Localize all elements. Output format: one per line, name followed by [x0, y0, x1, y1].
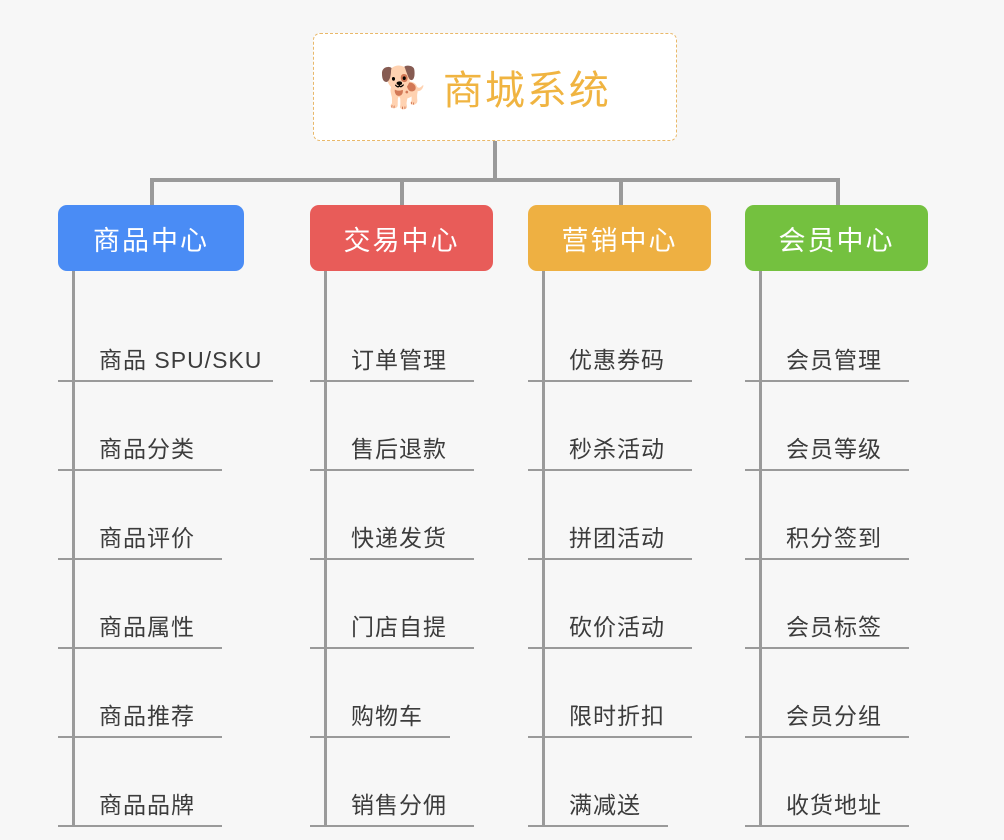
list-item-label: 会员分组 [786, 703, 882, 729]
list-item[interactable]: 拼团活动 [528, 471, 692, 560]
list-item-label: 门店自提 [351, 614, 447, 640]
leaf-spine [759, 271, 762, 827]
connector-root-drop [493, 141, 497, 180]
list-item[interactable]: 收货地址 [745, 738, 909, 827]
list-item-label: 秒杀活动 [569, 436, 665, 462]
list-item-label: 砍价活动 [569, 614, 665, 640]
list-item[interactable]: 秒杀活动 [528, 382, 692, 471]
list-item[interactable]: 商品推荐 [58, 649, 222, 738]
list-item[interactable]: 会员管理 [745, 293, 909, 382]
list-item-label: 快递发货 [351, 525, 447, 551]
list-item-label: 收货地址 [786, 792, 882, 818]
list-item-label: 商品品牌 [99, 792, 195, 818]
list-item-label: 会员等级 [786, 436, 882, 462]
category-header-member-center[interactable]: 会员中心 [745, 205, 928, 271]
category-header-product-center[interactable]: 商品中心 [58, 205, 244, 271]
leaf-spine [542, 271, 545, 827]
list-item[interactable]: 会员标签 [745, 560, 909, 649]
list-item-label: 商品评价 [99, 525, 195, 551]
list-item[interactable]: 门店自提 [310, 560, 474, 649]
leaf-spine [324, 271, 327, 827]
list-item[interactable]: 商品 SPU/SKU [58, 293, 273, 382]
list-item-label: 会员管理 [786, 347, 882, 373]
list-item[interactable]: 商品分类 [58, 382, 222, 471]
list-item-label: 商品推荐 [99, 703, 195, 729]
category-header-marketing-center[interactable]: 营销中心 [528, 205, 711, 271]
list-item[interactable]: 会员分组 [745, 649, 909, 738]
leaf-spine [72, 271, 75, 827]
leaf-list-member-center: 会员管理 会员等级 积分签到 会员标签 会员分组 收货地址 [745, 271, 928, 827]
list-item[interactable]: 砍价活动 [528, 560, 692, 649]
list-item-label: 商品 SPU/SKU [99, 347, 263, 373]
column-trade-center: 交易中心 订单管理 售后退款 快递发货 门店自提 购物车 销售分佣 [310, 205, 493, 827]
list-item[interactable]: 满减送 [528, 738, 668, 827]
list-item-label: 限时折扣 [569, 703, 665, 729]
column-marketing-center: 营销中心 优惠券码 秒杀活动 拼团活动 砍价活动 限时折扣 满减送 [528, 205, 711, 827]
column-product-center: 商品中心 商品 SPU/SKU 商品分类 商品评价 商品属性 商品推荐 商品品牌 [58, 205, 273, 827]
category-title: 商品中心 [93, 225, 209, 256]
category-title: 营销中心 [561, 225, 678, 256]
list-item[interactable]: 会员等级 [745, 382, 909, 471]
leaf-list-trade-center: 订单管理 售后退款 快递发货 门店自提 购物车 销售分佣 [310, 271, 493, 827]
connector-drop-product [150, 178, 154, 207]
list-item[interactable]: 优惠券码 [528, 293, 692, 382]
list-item[interactable]: 购物车 [310, 649, 450, 738]
root-title: 商城系统 [442, 69, 611, 113]
list-item-label: 拼团活动 [569, 525, 665, 551]
list-item-label: 积分签到 [786, 525, 882, 551]
list-item[interactable]: 快递发货 [310, 471, 474, 560]
list-item[interactable]: 销售分佣 [310, 738, 474, 827]
list-item-label: 会员标签 [786, 614, 882, 640]
connector-drop-trade [400, 178, 404, 207]
connector-drop-member [836, 178, 840, 207]
leaf-list-product-center: 商品 SPU/SKU 商品分类 商品评价 商品属性 商品推荐 商品品牌 [58, 271, 273, 827]
list-item-label: 订单管理 [351, 347, 447, 373]
list-item-label: 售后退款 [351, 436, 447, 462]
list-item[interactable]: 售后退款 [310, 382, 474, 471]
dog-face-icon: 🐕 [379, 66, 429, 110]
list-item-label: 商品分类 [99, 436, 195, 462]
list-item[interactable]: 限时折扣 [528, 649, 692, 738]
connector-drop-marketing [619, 178, 623, 207]
column-member-center: 会员中心 会员管理 会员等级 积分签到 会员标签 会员分组 收货地址 [745, 205, 928, 827]
connector-horizontal-bus [150, 178, 840, 182]
category-header-trade-center[interactable]: 交易中心 [310, 205, 493, 271]
list-item[interactable]: 商品品牌 [58, 738, 222, 827]
list-item-label: 购物车 [351, 703, 423, 729]
root-node[interactable]: 🐕 商城系统 [313, 33, 677, 141]
list-item-label: 满减送 [569, 792, 641, 818]
list-item[interactable]: 订单管理 [310, 293, 474, 382]
list-item-label: 销售分佣 [351, 792, 447, 818]
list-item[interactable]: 商品属性 [58, 560, 222, 649]
category-title: 交易中心 [343, 225, 460, 256]
leaf-list-marketing-center: 优惠券码 秒杀活动 拼团活动 砍价活动 限时折扣 满减送 [528, 271, 711, 827]
list-item-label: 优惠券码 [569, 347, 665, 373]
category-title: 会员中心 [778, 225, 895, 256]
list-item[interactable]: 积分签到 [745, 471, 909, 560]
list-item[interactable]: 商品评价 [58, 471, 222, 560]
list-item-label: 商品属性 [99, 614, 195, 640]
